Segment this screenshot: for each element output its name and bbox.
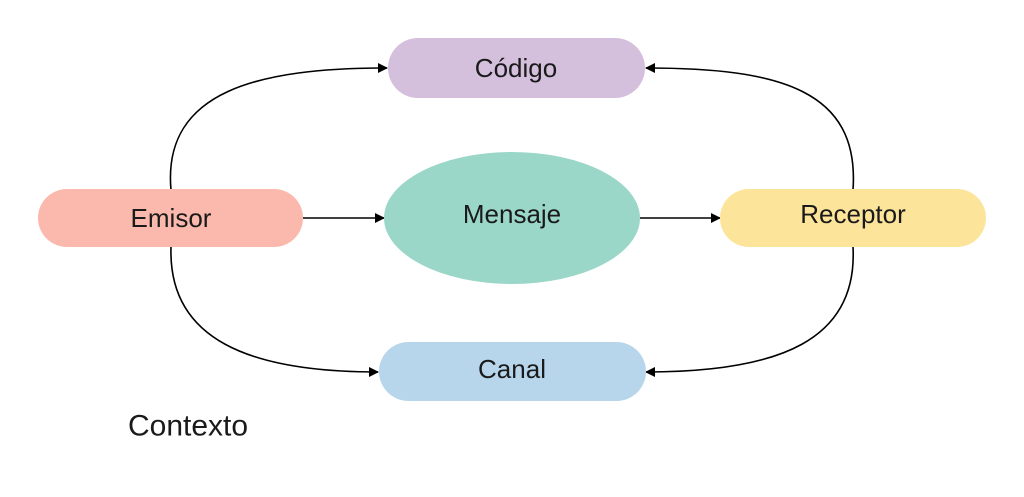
node-canal-label: Canal xyxy=(478,354,546,384)
node-codigo-label: Código xyxy=(475,53,557,83)
node-receptor-label: Receptor xyxy=(800,199,906,229)
edge-receptor-canal xyxy=(645,246,854,377)
node-canal-shape xyxy=(379,342,646,401)
node-emisor-shape xyxy=(38,189,303,247)
node-mensaje-label: Mensaje xyxy=(463,199,561,229)
edge-emisor-codigo xyxy=(169,63,388,191)
node-canal: Canal xyxy=(379,342,646,401)
node-receptor: Receptor xyxy=(720,189,986,247)
node-mensaje: Mensaje xyxy=(384,152,640,284)
node-codigo-shape xyxy=(388,38,645,98)
edge-emisor-canal xyxy=(170,246,379,377)
node-mensaje-shape xyxy=(384,152,640,284)
node-codigo: Código xyxy=(388,38,645,98)
edge-receptor-codigo xyxy=(645,63,855,191)
node-emisor: Emisor xyxy=(38,189,303,247)
context-label: Contexto xyxy=(128,410,248,443)
node-receptor-shape xyxy=(720,189,986,247)
node-emisor-label: Emisor xyxy=(131,203,212,233)
